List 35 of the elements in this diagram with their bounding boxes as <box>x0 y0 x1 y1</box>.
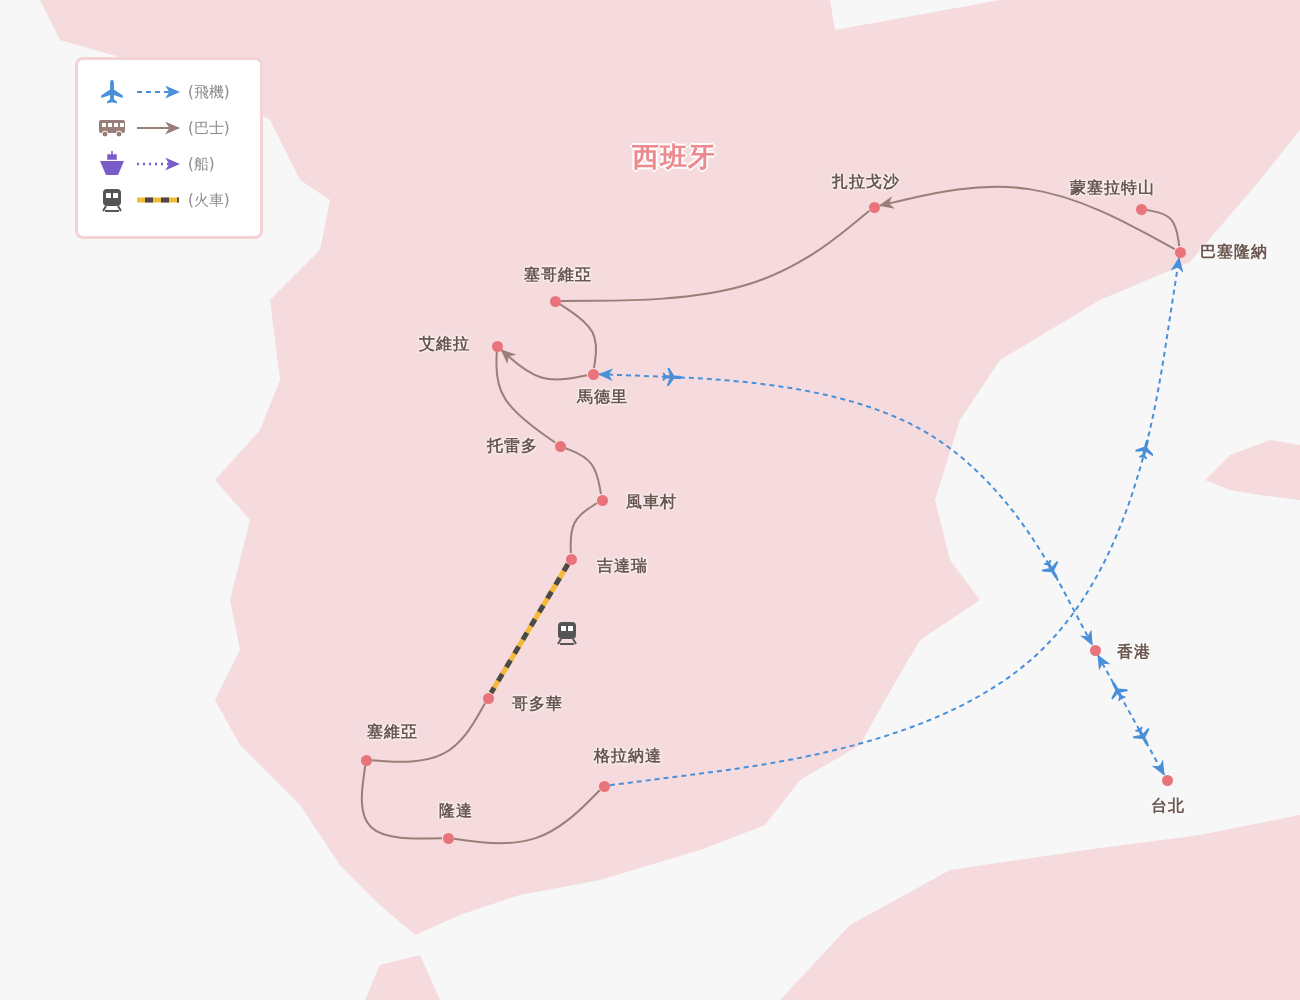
place-label: 哥多華 <box>511 693 563 715</box>
country-label: 西班牙 <box>632 140 716 174</box>
legend-label: (船) <box>188 154 215 174</box>
location-dot <box>491 340 503 352</box>
legend-label: (飛機) <box>188 82 230 102</box>
location-dot <box>1089 644 1101 656</box>
location-dot <box>1135 203 1147 215</box>
place-label: 塞哥維亞 <box>524 264 592 286</box>
place-label: 扎拉戈沙 <box>832 171 900 193</box>
location-dot <box>360 754 372 766</box>
place-label: 馬德里 <box>576 386 628 408</box>
place-label: 托雷多 <box>486 435 538 457</box>
location-dot <box>482 692 494 704</box>
place-label: 風車村 <box>625 491 677 513</box>
location-dot <box>596 494 608 506</box>
place-label: 格拉納達 <box>594 745 662 767</box>
place-label: 吉達瑞 <box>596 555 648 577</box>
location-dot <box>549 295 561 307</box>
place-label: 香港 <box>1117 641 1151 663</box>
place-label: 艾維拉 <box>418 333 470 355</box>
location-dot <box>442 832 454 844</box>
location-dot <box>598 780 610 792</box>
location-dot <box>1161 774 1173 786</box>
legend-label: (火車) <box>188 190 230 210</box>
location-dot <box>565 553 577 565</box>
location-dot <box>1174 246 1186 258</box>
place-label: 隆達 <box>439 800 473 822</box>
legend-label: (巴士) <box>188 118 230 138</box>
place-label: 塞維亞 <box>366 721 418 743</box>
place-label: 蒙塞拉特山 <box>1069 177 1155 199</box>
place-label: 巴塞隆納 <box>1200 241 1268 263</box>
location-dot <box>587 368 599 380</box>
place-label: 台北 <box>1151 795 1185 817</box>
location-dot <box>868 201 880 213</box>
location-dot <box>554 440 566 452</box>
